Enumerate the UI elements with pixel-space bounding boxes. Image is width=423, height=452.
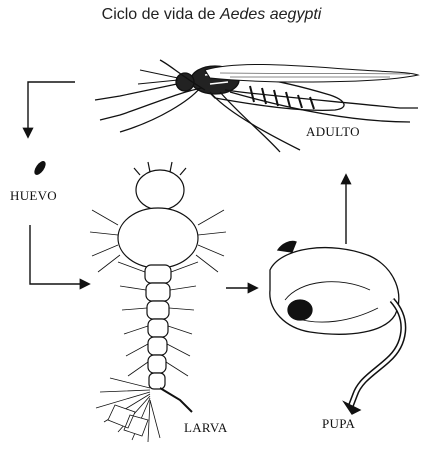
arrow-adult-to-egg — [28, 82, 75, 136]
label-pupa: PUPA — [322, 416, 355, 432]
label-adult: ADULTO — [306, 124, 360, 140]
pupa-illustration — [270, 241, 403, 414]
label-egg: HUEVO — [10, 188, 57, 204]
arrow-egg-to-larva — [30, 225, 88, 284]
egg-illustration — [32, 159, 48, 177]
adult-mosquito-illustration — [95, 60, 418, 152]
larva-illustration — [90, 162, 226, 442]
label-larva: LARVA — [184, 420, 228, 436]
